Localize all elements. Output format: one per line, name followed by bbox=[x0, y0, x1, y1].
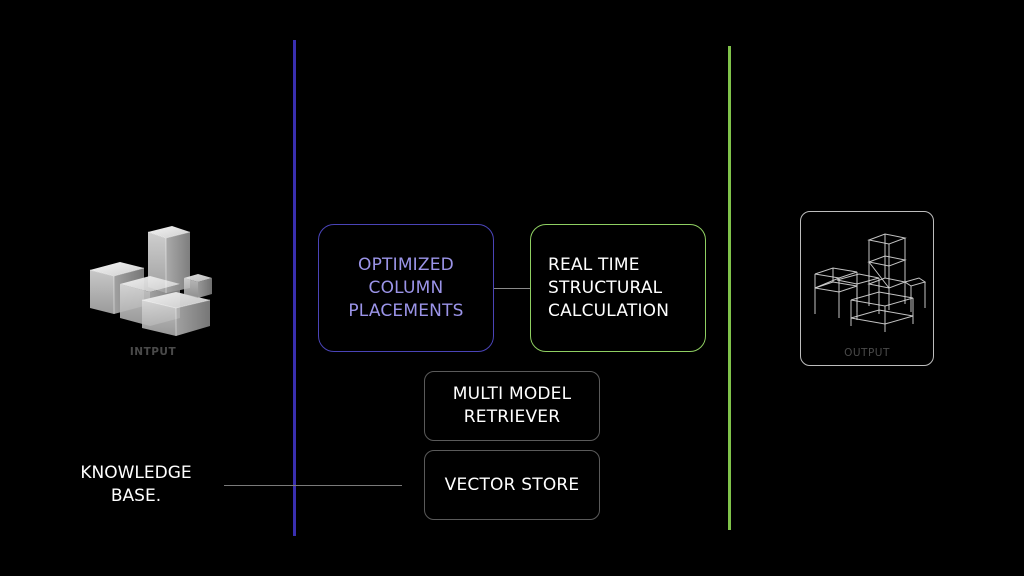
retriever-node-label: MULTI MODEL RETRIEVER bbox=[452, 384, 572, 427]
vector-store-node: VECTOR STORE bbox=[424, 450, 600, 520]
vector-node-label: VECTOR STORE bbox=[444, 474, 580, 495]
output-label: OUTPUT bbox=[844, 347, 890, 359]
input-massing-model bbox=[89, 226, 212, 336]
optimized-node-label: OPTIMIZED COLUMN PLACEMENTS bbox=[348, 254, 464, 321]
output-structural-wireframe bbox=[814, 233, 927, 332]
knowledge-base-label: KNOWLEDGE BASE. bbox=[80, 463, 192, 506]
realtime-structural-calculation-node: REAL TIME STRUCTURAL CALCULATION bbox=[530, 224, 706, 352]
realtime-node-label: REAL TIME STRUCTURAL CALCULATION bbox=[548, 254, 670, 321]
output-card: OUTPUT bbox=[800, 211, 934, 366]
input-divider-line bbox=[293, 40, 296, 536]
input-label: INTPUT bbox=[129, 346, 177, 358]
optimized-column-placements-node: OPTIMIZED COLUMN PLACEMENTS bbox=[318, 224, 494, 352]
optimized-to-realtime-connector bbox=[494, 288, 530, 289]
multi-model-retriever-node: MULTI MODEL RETRIEVER bbox=[424, 371, 600, 441]
output-divider-line bbox=[728, 46, 731, 530]
knowledge-base-connector bbox=[224, 485, 402, 486]
